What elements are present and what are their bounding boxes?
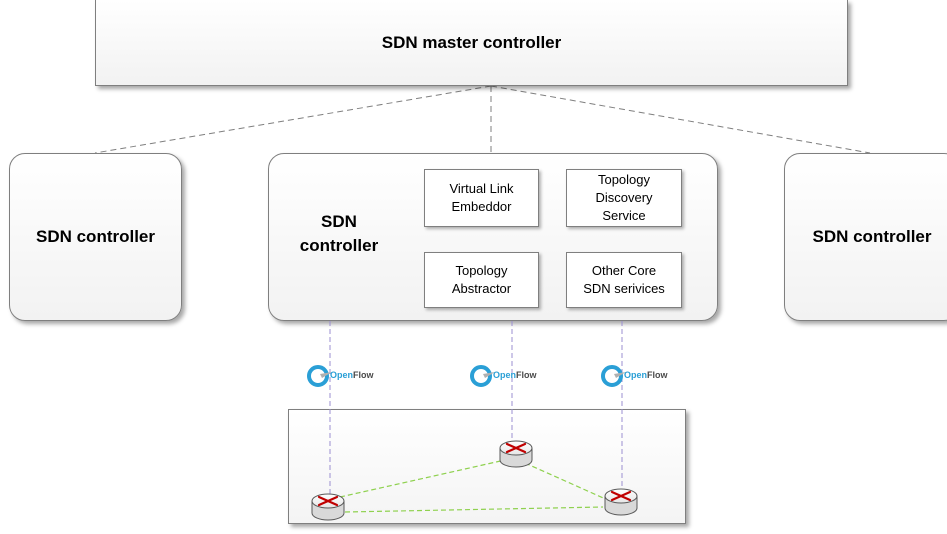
sdn-master-controller: SDN master controller [95, 0, 848, 86]
link-master-to-left-controller [94, 85, 492, 154]
topology-link-center-right [524, 462, 611, 502]
sdn-controller-left-label: SDN controller [35, 227, 156, 246]
openflow-swirl-icon [601, 365, 626, 387]
openflow-swirl-icon [307, 365, 332, 387]
openflow-logo-right: OpenFlow [600, 364, 710, 390]
router-center-icon [499, 440, 533, 468]
topology-link-left-center [339, 459, 506, 498]
router-left-icon [311, 493, 345, 521]
openflow-logo-center: OpenFlow [469, 364, 579, 390]
openflow-logo-left: OpenFlow [306, 364, 416, 390]
topology-link-left-right [344, 506, 604, 513]
openflow-swirl-icon [470, 365, 495, 387]
sdn-controller-left: SDN controller [9, 153, 182, 321]
virtual-link-embeddor-box: Virtual Link Embeddor [424, 169, 539, 227]
topology-discovery-service-box: Topology Discovery Service [566, 169, 682, 227]
link-master-to-right-controller [490, 85, 871, 154]
router-right-icon [604, 488, 638, 516]
sdn-controller-center-label: SDN controller [299, 212, 379, 255]
sdn-master-controller-label: SDN master controller [381, 32, 562, 52]
other-core-sdn-services-box: Other Core SDN serivices [566, 252, 682, 308]
topology-abstractor-box: Topology Abstractor [424, 252, 539, 308]
sdn-controller-right: SDN controller [784, 153, 947, 321]
sdn-controller-right-label: SDN controller [812, 227, 932, 246]
